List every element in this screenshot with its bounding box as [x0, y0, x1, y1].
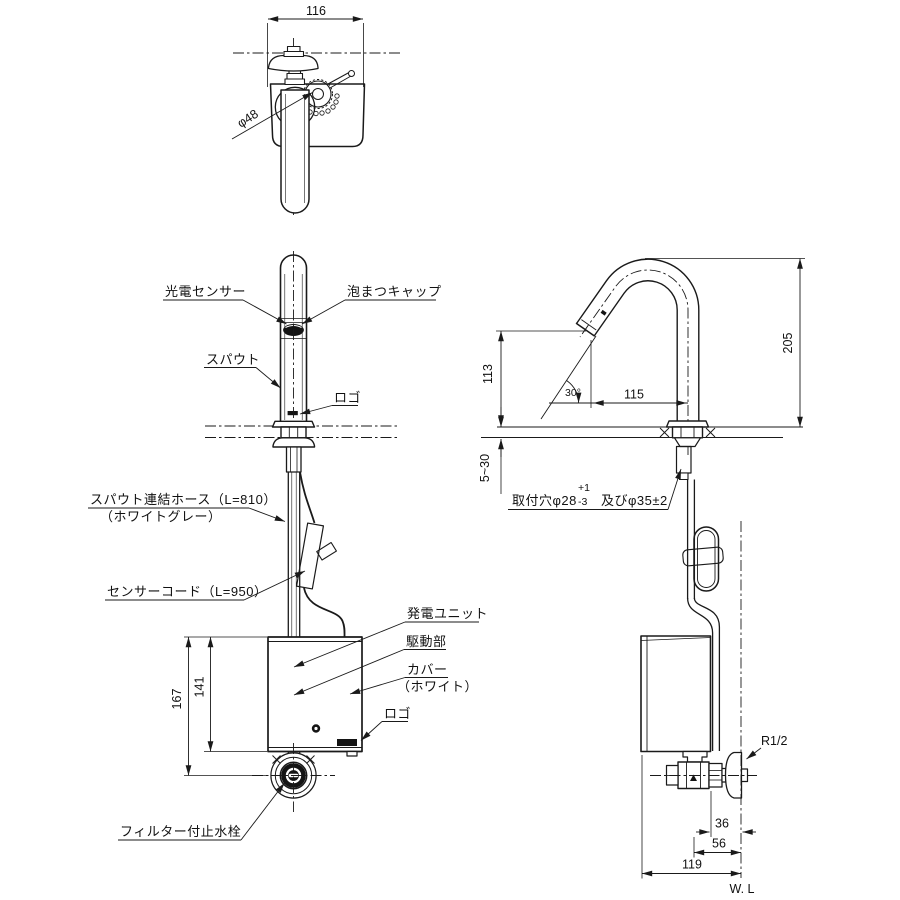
label-bubble-cap: 泡まつキャップ: [301, 284, 442, 325]
svg-text:スパウト連結ホース（L=810）: スパウト連結ホース（L=810）: [90, 492, 277, 507]
connector-plug: [316, 541, 337, 561]
label-generator-unit: 発電ユニット: [293, 606, 488, 668]
side-mount-nut: [671, 426, 704, 439]
cord-clip: [682, 546, 724, 567]
label-mount-hole: 取付穴φ28 +1 -3 及びφ35±2: [508, 468, 682, 510]
dim-angle-reach: 30° 115: [540, 335, 688, 420]
front-view: 167 141 光電センサー 泡まつキャップ スパウト ロゴ スパウト連結ホース…: [88, 251, 488, 841]
dim-141-text: 141: [193, 677, 207, 698]
label-sensor-cord: センサーコード（L=950）: [105, 570, 306, 601]
dim-113: 113: [481, 330, 586, 427]
water-line-text: W. L: [729, 882, 754, 896]
label-logo-lower: ロゴ: [360, 706, 411, 741]
sensor-cord-upper: [299, 471, 316, 524]
dim-115-text: 115: [624, 388, 644, 402]
svg-text:センサーコード（L=950）: センサーコード（L=950）: [107, 584, 268, 599]
side-hose-bend-left: [686, 597, 714, 751]
svg-text:光電センサー: 光電センサー: [165, 284, 246, 299]
svg-text:（ホワイト）: （ホワイト）: [397, 679, 478, 694]
side-unit-box: [640, 635, 712, 753]
dim-116-text: 116: [306, 4, 326, 18]
label-drive-unit: 駆動部: [293, 634, 447, 696]
svg-text:及びφ35±2: 及びφ35±2: [601, 493, 668, 508]
dim-119: 119: [641, 755, 741, 879]
label-cover: カバー （ホワイト）: [349, 662, 478, 695]
label-logo-upper: ロゴ: [299, 390, 361, 415]
dim-56: 56: [693, 837, 741, 858]
side-lower-taper: [673, 437, 702, 448]
dim-36-text: 36: [715, 817, 729, 831]
dim-36: 36: [696, 791, 756, 837]
side-threaded-shank: [675, 445, 692, 474]
box-foot: [346, 750, 358, 757]
box-logo-mark: [337, 739, 357, 746]
dim-deck-range: 5~30: [478, 407, 504, 494]
dim-205: 205: [645, 258, 805, 427]
dim-119-text: 119: [682, 858, 702, 872]
dim-dia48-text: φ48: [235, 107, 261, 131]
dim-167-141: 167 141: [170, 636, 267, 776]
dim-205-text: 205: [781, 333, 795, 354]
front-stop-valve: [252, 743, 335, 812]
svg-text:泡まつキャップ: 泡まつキャップ: [347, 284, 442, 299]
label-filter-stop-valve: フィルター付止水栓: [118, 782, 285, 841]
svg-text:発電ユニット: 発電ユニット: [407, 606, 488, 621]
lever-arm: [327, 70, 355, 89]
plan-spout: [280, 89, 310, 214]
front-lower-escutcheon: [272, 437, 316, 448]
label-spout: スパウト: [204, 352, 281, 389]
sensor-cord-lower: [303, 587, 346, 638]
svg-text:フィルター付止水栓: フィルター付止水栓: [120, 824, 241, 839]
svg-text:駆動部: 駆動部: [406, 634, 447, 649]
cord-loop: [693, 526, 720, 592]
dim-56-text: 56: [712, 837, 726, 851]
front-logo-mark: [287, 411, 298, 416]
gear-teeth: [303, 79, 333, 109]
side-sensor-mark: [600, 309, 607, 316]
svg-text:ロゴ: ロゴ: [384, 706, 411, 721]
dim-116: 116: [267, 4, 364, 87]
cord-connector: [295, 522, 325, 590]
label-connecting-hose: スパウト連結ホース（L=810） （ホワイトグレー）: [88, 492, 286, 524]
dim-deck-range-text: 5~30: [478, 454, 492, 482]
front-base-flange: [271, 420, 316, 428]
label-thread: R1/2: [746, 734, 787, 760]
gear-hub: [312, 88, 324, 100]
svg-text:R1/2: R1/2: [761, 734, 787, 748]
dim-113-text: 113: [481, 364, 495, 384]
label-photo-sensor: 光電センサー: [163, 284, 287, 325]
side-hose-bend-right: [693, 597, 721, 751]
svg-text:（ホワイトグレー）: （ホワイトグレー）: [100, 509, 222, 524]
spout-axis-extension: [540, 335, 597, 420]
clamp-marks: [659, 427, 716, 438]
front-shank: [285, 446, 302, 473]
svg-text:ロゴ: ロゴ: [334, 390, 361, 405]
front-mount-nut: [280, 426, 307, 439]
svg-text:取付穴φ28: 取付穴φ28: [512, 493, 577, 508]
svg-text:-3: -3: [578, 496, 587, 508]
side-base-flange: [665, 420, 710, 428]
side-spout-centerline: [579, 269, 689, 455]
plan-handle: [267, 45, 319, 86]
dim-167-text: 167: [170, 689, 184, 710]
svg-text:+1: +1: [578, 482, 590, 494]
front-unit-box: [267, 636, 363, 753]
spout-aerator-line: [581, 319, 597, 331]
dim-30deg-text: 30°: [565, 387, 581, 399]
svg-text:カバー: カバー: [407, 662, 448, 677]
svg-text:スパウト: スパウト: [206, 352, 260, 367]
side-view: 205 113 5~30 30° 115 取付穴φ28: [478, 258, 805, 896]
side-stop-valve: [650, 750, 757, 799]
top-view: 116 φ48: [231, 4, 400, 215]
